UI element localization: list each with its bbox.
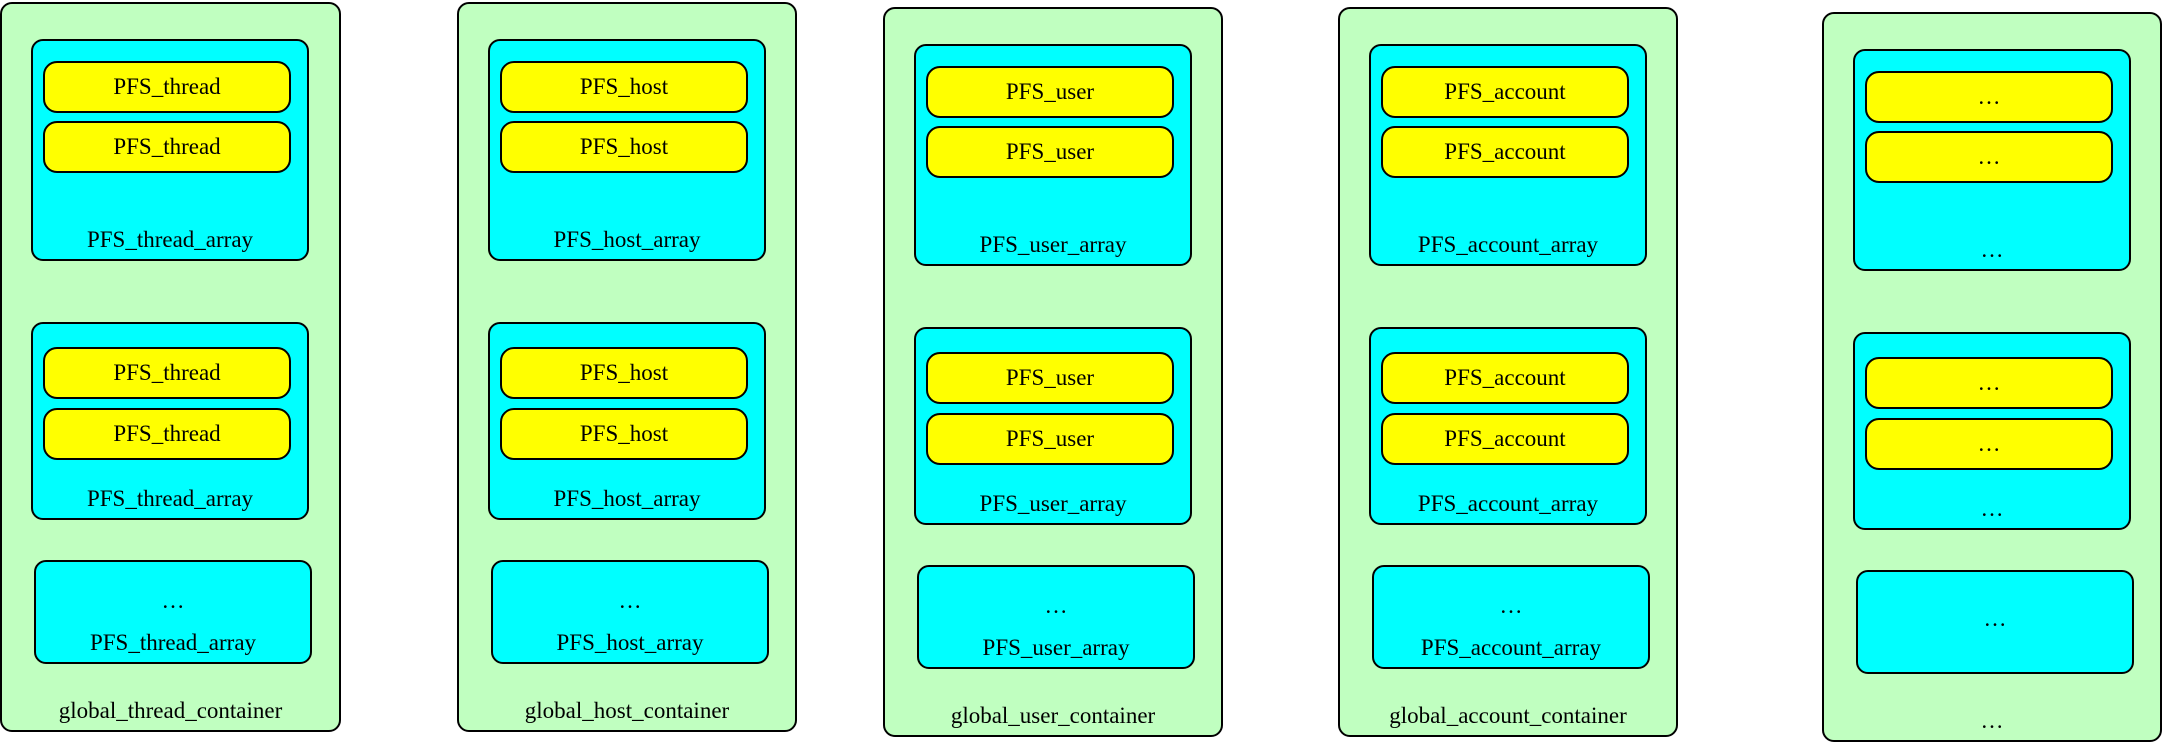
item-box: PFS_host [500, 61, 748, 113]
item-box: PFS_thread [43, 347, 291, 399]
item-box: PFS_thread [43, 408, 291, 460]
array-box: … [1856, 570, 2134, 674]
container-box: … … … … … … … … [1822, 12, 2162, 742]
array-box: … … … [1853, 332, 2131, 530]
array-label: PFS_account_array [1417, 232, 1599, 257]
item-box: PFS_user [926, 66, 1174, 118]
item-box: PFS_user [926, 352, 1174, 404]
array-ellipsis: … [1983, 606, 2007, 631]
array-label: PFS_thread_array [86, 486, 254, 511]
container-label: … [1980, 708, 2004, 733]
array-label: PFS_account_array [1420, 635, 1602, 660]
container-label: global_thread_container [58, 698, 283, 723]
item-box: PFS_account [1381, 413, 1629, 465]
array-label: … [1980, 496, 2004, 521]
item-box: PFS_account [1381, 126, 1629, 178]
item-box: PFS_host [500, 347, 748, 399]
array-ellipsis: … [618, 588, 642, 613]
array-box: … … … [1853, 49, 2131, 271]
array-box: … PFS_host_array [491, 560, 769, 664]
item-box: … [1865, 357, 2113, 409]
item-box: … [1865, 71, 2113, 123]
container-label: global_account_container [1389, 703, 1627, 728]
array-label: PFS_user_array [979, 232, 1127, 257]
item-box: PFS_account [1381, 66, 1629, 118]
array-label: PFS_host_array [553, 227, 701, 252]
array-ellipsis: … [1499, 593, 1523, 618]
array-label: PFS_thread_array [86, 227, 254, 252]
item-box: PFS_account [1381, 352, 1629, 404]
array-label: PFS_user_array [982, 635, 1130, 660]
item-box: PFS_host [500, 121, 748, 173]
array-label: PFS_thread_array [89, 630, 257, 655]
array-ellipsis: … [1044, 593, 1068, 618]
array-box: … PFS_thread_array [34, 560, 312, 664]
array-label: PFS_host_array [553, 486, 701, 511]
container-label: global_user_container [950, 703, 1156, 728]
item-box: PFS_thread [43, 61, 291, 113]
array-box: … PFS_account_array [1372, 565, 1650, 669]
item-box: PFS_host [500, 408, 748, 460]
array-box: … PFS_user_array [917, 565, 1195, 669]
container-label: global_host_container [524, 698, 730, 723]
item-box: PFS_thread [43, 121, 291, 173]
item-box: … [1865, 131, 2113, 183]
item-box: PFS_user [926, 126, 1174, 178]
array-label: … [1980, 237, 2004, 262]
item-box: PFS_user [926, 413, 1174, 465]
item-box: … [1865, 418, 2113, 470]
array-label: PFS_account_array [1417, 491, 1599, 516]
array-label: PFS_user_array [979, 491, 1127, 516]
array-label: PFS_host_array [556, 630, 704, 655]
array-ellipsis: … [161, 588, 185, 613]
